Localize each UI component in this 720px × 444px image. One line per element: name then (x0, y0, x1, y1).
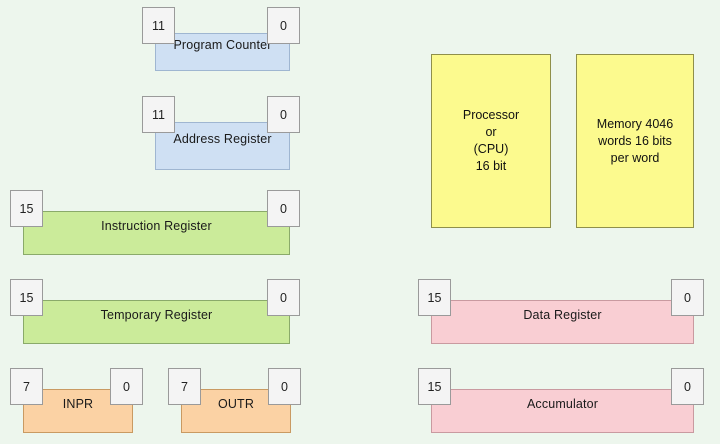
register-label-address-register: Address Register (173, 132, 272, 147)
register-label-outr: OUTR (217, 397, 254, 412)
bit-lsb-accumulator: 0 (671, 368, 704, 405)
bit-msb-instruction-register: 15 (10, 190, 43, 227)
bit-lsb-inpr: 0 (110, 368, 143, 405)
register-body-accumulator[interactable]: Accumulator (431, 389, 694, 433)
register-body-temporary-register[interactable]: Temporary Register (23, 300, 290, 344)
bit-msb-address-register: 11 (142, 96, 175, 133)
bit-lsb-address-register: 0 (267, 96, 300, 133)
bit-msb-inpr: 7 (10, 368, 43, 405)
bit-lsb-outr: 0 (268, 368, 301, 405)
unit-text-processor-cpu: Processor or (CPU) 16 bit (462, 108, 520, 173)
bit-msb-temporary-register: 15 (10, 279, 43, 316)
bit-lsb-data-register: 0 (671, 279, 704, 316)
register-label-temporary-register: Temporary Register (100, 308, 213, 323)
unit-processor-cpu[interactable]: Processor or (CPU) 16 bit (431, 54, 551, 228)
register-label-data-register: Data Register (523, 308, 602, 323)
bit-lsb-temporary-register: 0 (267, 279, 300, 316)
bit-lsb-instruction-register: 0 (267, 190, 300, 227)
bit-lsb-program-counter: 0 (267, 7, 300, 44)
bit-msb-data-register: 15 (418, 279, 451, 316)
bit-msb-accumulator: 15 (418, 368, 451, 405)
register-body-data-register[interactable]: Data Register (431, 300, 694, 344)
bit-msb-program-counter: 11 (142, 7, 175, 44)
register-label-instruction-register: Instruction Register (101, 219, 212, 234)
register-label-program-counter: Program Counter (173, 38, 272, 53)
unit-text-memory: Memory 4046 words 16 bits per word (596, 116, 674, 165)
bit-msb-outr: 7 (168, 368, 201, 405)
unit-memory[interactable]: Memory 4046 words 16 bits per word (576, 54, 694, 228)
register-label-inpr: INPR (62, 397, 94, 412)
register-label-accumulator: Accumulator (526, 397, 599, 412)
register-body-instruction-register[interactable]: Instruction Register (23, 211, 290, 255)
